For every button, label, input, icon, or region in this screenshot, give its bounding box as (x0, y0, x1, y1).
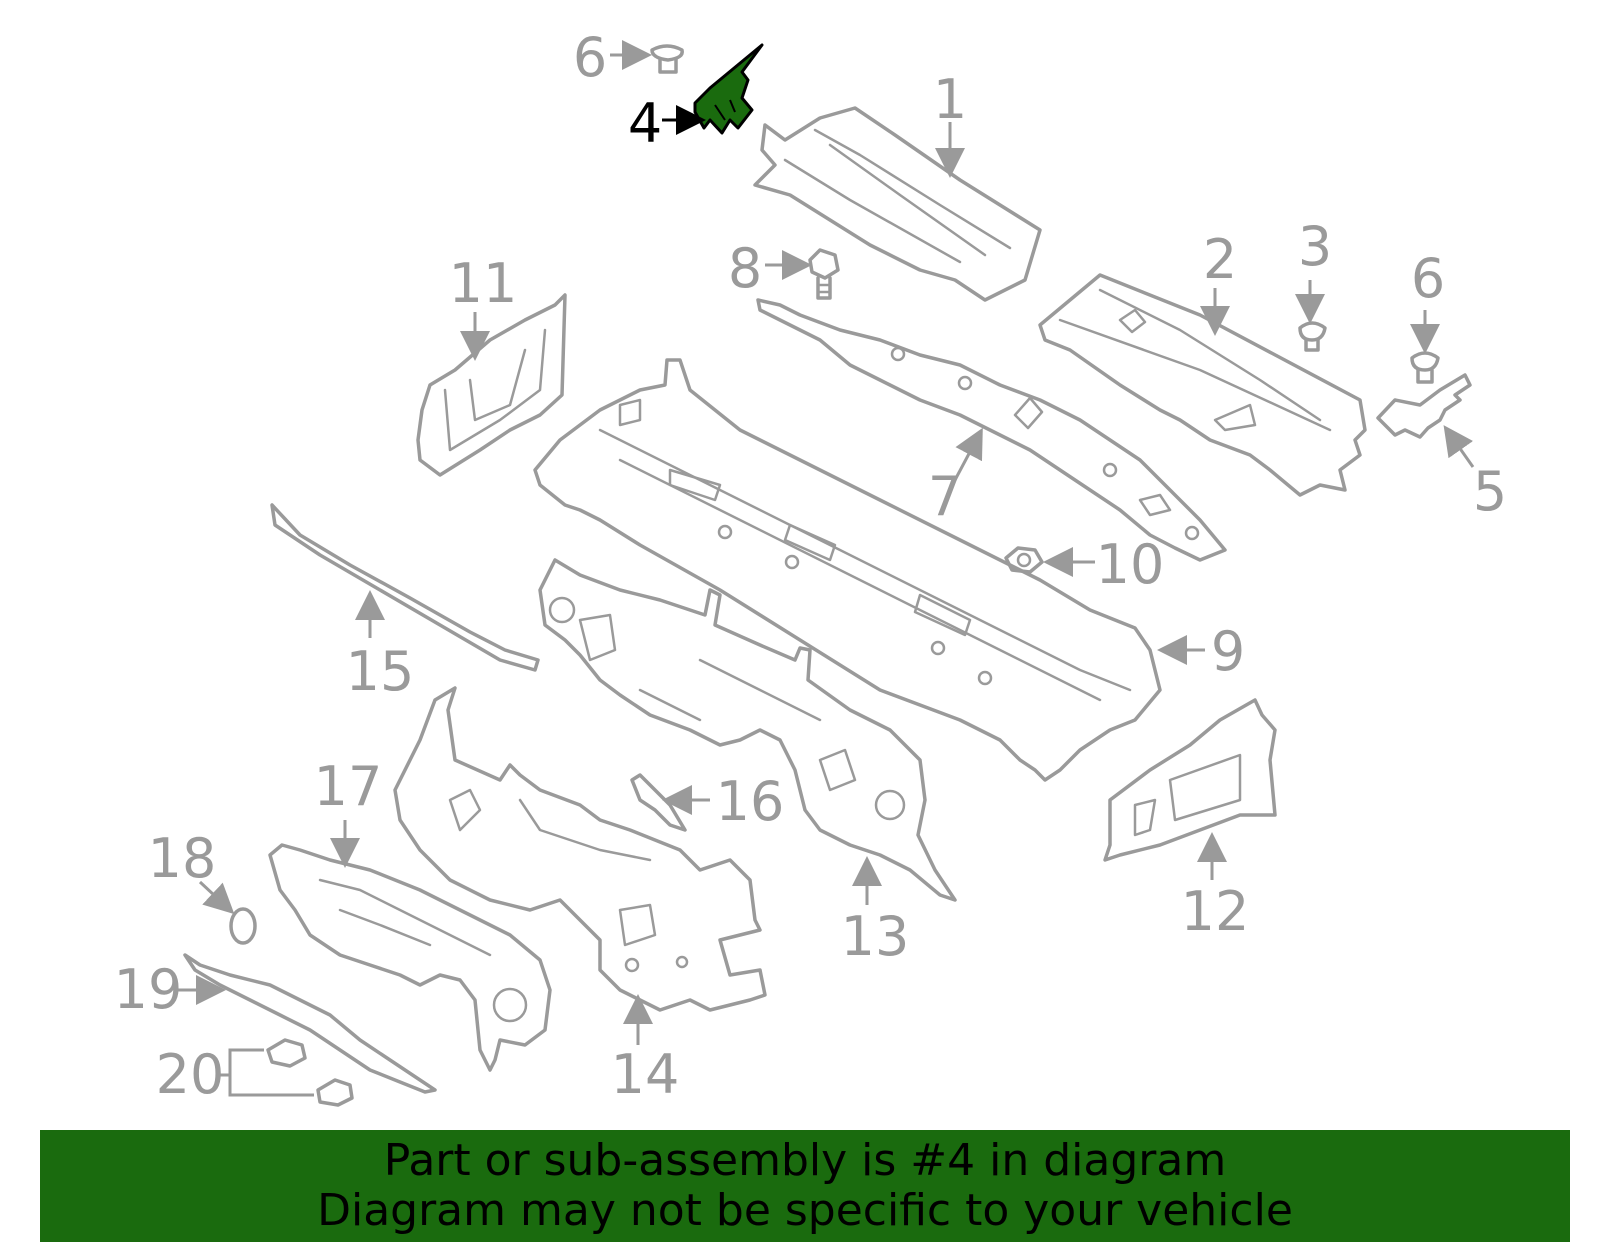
callout-5: 5 (1473, 460, 1507, 523)
part-11-side-panel (416, 293, 567, 477)
parts-diagram: 1 2 3 4 5 6 6 7 8 9 10 11 12 13 14 15 16… (114, 26, 1507, 1107)
callout-1: 1 (933, 68, 967, 131)
callout-4: 4 (628, 92, 662, 155)
part-8-bolt (808, 248, 840, 300)
part-3-clip (1298, 321, 1327, 352)
part-4-bracket-highlighted[interactable] (693, 43, 764, 135)
part-15-seal-strip (270, 503, 540, 672)
info-banner: Part or sub-assembly is #4 in diagram Di… (40, 1130, 1570, 1242)
callout-11: 11 (449, 252, 518, 315)
part-1-cowl-panel (753, 106, 1042, 302)
part-6-clip-top (650, 44, 684, 74)
part-13-dash-panel (538, 558, 957, 902)
part-6-clip-right (1410, 351, 1440, 384)
callout-3: 3 (1298, 215, 1332, 278)
callout-9: 9 (1211, 620, 1245, 683)
part-19-bar (183, 953, 437, 1094)
callout-6-top: 6 (573, 26, 607, 89)
banner-line-2: Diagram may not be specific to your vehi… (317, 1185, 1293, 1236)
callout-8: 8 (728, 237, 762, 300)
part-14-insulator (393, 686, 767, 1012)
callout-18: 18 (148, 827, 217, 890)
callout-15: 15 (346, 640, 415, 703)
banner-line-1: Part or sub-assembly is #4 in diagram (383, 1135, 1227, 1186)
part-2-cowl-panel (1038, 273, 1367, 497)
callout-10: 10 (1096, 533, 1165, 596)
callout-13: 13 (841, 905, 910, 968)
callout-17: 17 (314, 755, 383, 818)
callout-14: 14 (611, 1043, 680, 1106)
part-10-nut (1004, 546, 1044, 574)
callout-16: 16 (716, 770, 785, 833)
callout-20: 20 (156, 1043, 225, 1106)
part-5-bracket (1376, 373, 1472, 439)
callout-19: 19 (114, 958, 183, 1021)
callout-arrows (178, 40, 1475, 1097)
part-20-clips (266, 1038, 354, 1107)
part-9-main-cowl (533, 358, 1162, 782)
callout-7: 7 (928, 465, 962, 528)
part-18-grommet (229, 907, 257, 945)
callout-2: 2 (1203, 228, 1237, 291)
part-7-reinforcement (756, 298, 1227, 562)
part-12-side-panel (1103, 698, 1277, 862)
part-17-insulator (268, 843, 552, 1072)
part-16-plate (630, 773, 687, 832)
callout-12: 12 (1181, 880, 1250, 943)
callout-6-right: 6 (1411, 247, 1445, 310)
